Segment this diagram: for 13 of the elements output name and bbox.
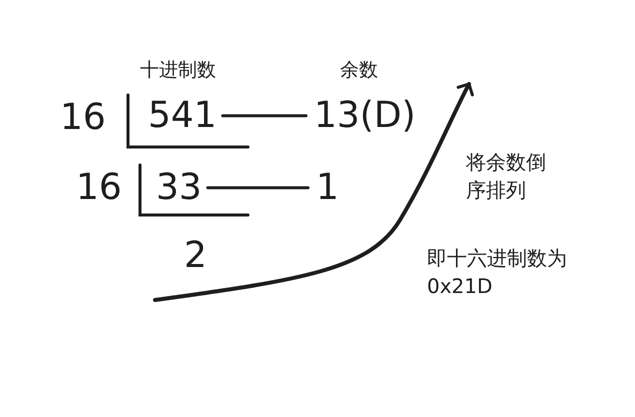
number-text: 33 <box>156 168 202 208</box>
number-text: 1 <box>316 168 339 208</box>
connector-line <box>221 114 308 118</box>
number-text: 541 <box>148 96 217 136</box>
column-heading: 十进制数 <box>140 60 216 81</box>
column-heading: 余数 <box>340 60 378 81</box>
number-text: 16 <box>76 168 122 208</box>
number-text: 13(D) <box>314 96 416 136</box>
note-text: 将余数倒序排列 <box>466 149 547 204</box>
note-text: 即十六进制数为0x21D <box>427 245 568 300</box>
connector-line <box>206 186 310 190</box>
number-text: 2 <box>184 236 207 276</box>
number-text: 16 <box>60 98 106 138</box>
